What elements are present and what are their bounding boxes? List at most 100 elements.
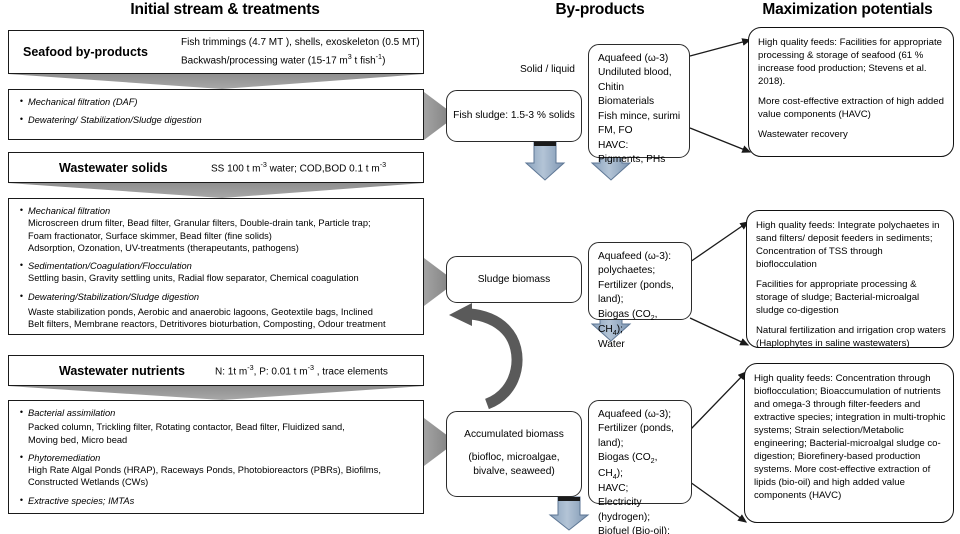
byproducts-line: Chitin: [598, 81, 625, 93]
treatment-body-line: Constructed Wetlands (CWs): [28, 477, 149, 488]
column-title-byproducts: By-products: [555, 1, 645, 18]
stream-title-wastewater-nutrients: Wastewater nutrients: [59, 363, 185, 378]
intermediate-box-sludge-biomass: Sludge biomass: [446, 256, 582, 303]
intermediate-box-fish-sludge: Fish sludge: 1.5-3 % solids: [446, 90, 582, 142]
stream-box-wastewater-nutrients: Wastewater nutrients N: 1t m-3, P: 0.01 …: [8, 355, 424, 386]
maximization-paragraph: High quality feeds: Integrate polychaete…: [756, 220, 940, 271]
arrow-byproducts3-to-max3-top: [689, 371, 747, 431]
intermediate-box-accumulated-biomass: Accumulated biomass (biofloc, microalgae…: [446, 411, 582, 497]
bullet-icon: •: [19, 407, 24, 417]
treatment-group-head: • Phytoremediation: [15, 452, 415, 464]
treatment-body-line: Moving bed, Micro bead: [28, 434, 128, 445]
byproducts-line: Aquafeed (ω-3):: [598, 251, 672, 262]
byproducts-line: Water: [598, 339, 625, 351]
treatment-group-head: • Dewatering/ Stabilization/Sludge diges…: [15, 114, 415, 126]
arrow-byproducts1-to-max1-top: [689, 38, 752, 57]
treatment-body-line: Belt filters, Membrane reactors, Detriti…: [28, 319, 386, 330]
treatment-group: • Phytoremediation High Rate Algal Ponds…: [15, 452, 415, 489]
treatment-group-head: • Bacterial assimilation: [15, 407, 415, 419]
bullet-icon: •: [19, 96, 24, 106]
byproducts-line: Fertilizer (ponds, land);: [598, 423, 674, 449]
treatment-group: • Bacterial assimilation Packed column, …: [15, 407, 415, 446]
treatment-group-body: Waste stabilization ponds, Aerobic and a…: [15, 303, 415, 331]
treatment-box-1: • Mechanical filtration (DAF) • Dewateri…: [8, 89, 424, 140]
treatment-group-body: Microscreen drum filter, Bead filter, Gr…: [15, 217, 415, 254]
column-title-maximization: Maximization potentials: [762, 1, 933, 18]
maximization-box-3: High quality feeds: Concentration throug…: [744, 363, 954, 523]
maximization-paragraph: Wastewater recovery: [758, 129, 848, 141]
treatment-head-text: Extractive species; IMTAs: [28, 495, 135, 506]
bullet-icon: •: [19, 205, 24, 215]
treatment-group-head: • Sedimentation/Coagulation/Flocculation: [15, 260, 415, 272]
funnel-solids-to-treatment: [8, 183, 424, 198]
intermediate-label-line3: bivalve, seaweed): [473, 466, 555, 478]
funnel-nutrients-to-treatment: [8, 386, 424, 400]
recycle-curved-arrow: [449, 303, 523, 410]
byproducts-line: Aquafeed (ω-3);: [598, 409, 672, 420]
treatment-body-line: Foam fractionator, Surface skimmer, Bead…: [28, 230, 272, 241]
byproducts-line: Biomaterials: [598, 96, 655, 108]
stream-title-seafood: Seafood by-products: [23, 45, 149, 59]
arrow-byproducts3-to-max3-bottom: [689, 481, 748, 523]
treatment-head-text: Sedimentation/Coagulation/Flocculation: [28, 261, 192, 272]
byproducts-line: FM, FO: [598, 125, 633, 137]
funnel-seafood-to-treatment: [8, 74, 424, 89]
bullet-icon: •: [19, 290, 24, 301]
maximization-paragraph: Facilities for appropriate processing & …: [756, 279, 920, 317]
treatment-head-text: Mechanical filtration (DAF): [28, 97, 138, 107]
byproducts-line: Biofuel (Bio-oil);: [598, 526, 670, 534]
byproducts-line: Aquafeed (ω-3): [598, 53, 669, 64]
treatment-head-text: Mechanical filtration: [28, 206, 111, 216]
treatment-head-text: Dewatering/Stabilization/Sludge digestio…: [28, 291, 200, 302]
byproducts-box-2: Aquafeed (ω-3): polychaetes; Fertilizer …: [588, 242, 692, 350]
intermediate-label-line2: (biofloc, microalgae,: [468, 451, 560, 463]
treatment-group: • Sedimentation/Coagulation/Flocculation…: [15, 260, 415, 285]
treatment-body-line: Packed column, Trickling filter, Rotatin…: [28, 422, 345, 433]
treatment-group: • Mechanical filtration (DAF): [15, 96, 415, 108]
arrow-byproducts1-to-max1-bottom: [689, 127, 752, 153]
treatment-body-line: Settling basin, Gravity settling units, …: [28, 273, 359, 284]
treatment-group: • Dewatering/Stabilization/Sludge digest…: [15, 291, 415, 331]
treatment-group: • Mechanical filtration Microscreen drum…: [15, 205, 415, 254]
stream-detail-line: Backwash/processing water (15-17 m3 t fi…: [181, 51, 386, 67]
treatment-head-text: Dewatering/ Stabilization/Sludge digesti…: [28, 115, 202, 126]
treatment-box-3: • Bacterial assimilation Packed column, …: [8, 400, 424, 514]
maximization-paragraph: High quality feeds: Facilities for appro…: [758, 37, 942, 88]
stream-detail-seafood: Fish trimmings (4.7 MT ), shells, exoske…: [181, 35, 420, 68]
byproducts-box-3: Aquafeed (ω-3); Fertilizer (ponds, land)…: [588, 400, 692, 534]
byproducts-line: Biogas (CO2, CH4);: [598, 452, 658, 481]
byproducts-line: Pigments, PHs: [598, 154, 666, 166]
stream-detail-wastewater-nutrients: N: 1t m-3, P: 0.01 t m-3 , trace element…: [215, 362, 388, 377]
stream-detail-line: Fish trimmings (4.7 MT ), shells, exoske…: [181, 37, 420, 49]
treatment-group-head: • Extractive species; IMTAs: [15, 495, 415, 507]
label-solid-liquid: Solid / liquid: [520, 64, 575, 75]
bullet-icon: •: [19, 260, 24, 271]
column-title-initial-stream: Initial stream & treatments: [130, 1, 320, 18]
byproducts-line: Fertilizer (ponds, land);: [598, 279, 674, 306]
treatment-group-head: • Dewatering/Stabilization/Sludge digest…: [15, 291, 415, 303]
byproducts-box-1: Aquafeed (ω-3) Undiluted blood, Chitin B…: [588, 44, 690, 165]
arrow-byproducts2-to-max2-top: [689, 221, 750, 263]
bullet-icon: •: [19, 114, 24, 125]
stream-box-seafood: Seafood by-products Fish trimmings (4.7 …: [8, 30, 424, 74]
treatment-box-2: • Mechanical filtration Microscreen drum…: [8, 198, 424, 335]
treatment-group-head: • Mechanical filtration: [15, 205, 415, 217]
arrow-byproducts2-to-max2-bottom: [689, 317, 750, 346]
bullet-icon: •: [19, 494, 24, 505]
stream-detail-wastewater-solids: SS 100 t m-3 water; COD,BOD 0.1 t m-3: [211, 159, 387, 174]
byproducts-line: HAVC;: [598, 482, 629, 494]
treatment-group-head: • Mechanical filtration (DAF): [15, 96, 415, 108]
treatment-body-line: Microscreen drum filter, Bead filter, Gr…: [28, 218, 371, 229]
treatment-group: • Dewatering/ Stabilization/Sludge diges…: [15, 114, 415, 126]
stream-box-wastewater-solids: Wastewater solids SS 100 t m-3 water; CO…: [8, 152, 424, 183]
treatment-head-text: Phytoremediation: [28, 452, 101, 463]
treatment-body-line: Adsorption, Ozonation, UV-treatments (th…: [28, 242, 299, 253]
treatment-group-body: Packed column, Trickling filter, Rotatin…: [15, 419, 415, 446]
arrow-down-byproducts-3: [548, 496, 590, 531]
byproducts-line: Fish mince, surimi: [598, 110, 681, 122]
maximization-paragraph: More cost-effective extraction of high a…: [758, 96, 944, 121]
byproducts-line: polychaetes;: [598, 265, 656, 277]
treatment-body-line: High Rate Algal Ponds (HRAP), Raceways P…: [28, 465, 381, 476]
treatment-group-body: Settling basin, Gravity settling units, …: [15, 272, 415, 284]
